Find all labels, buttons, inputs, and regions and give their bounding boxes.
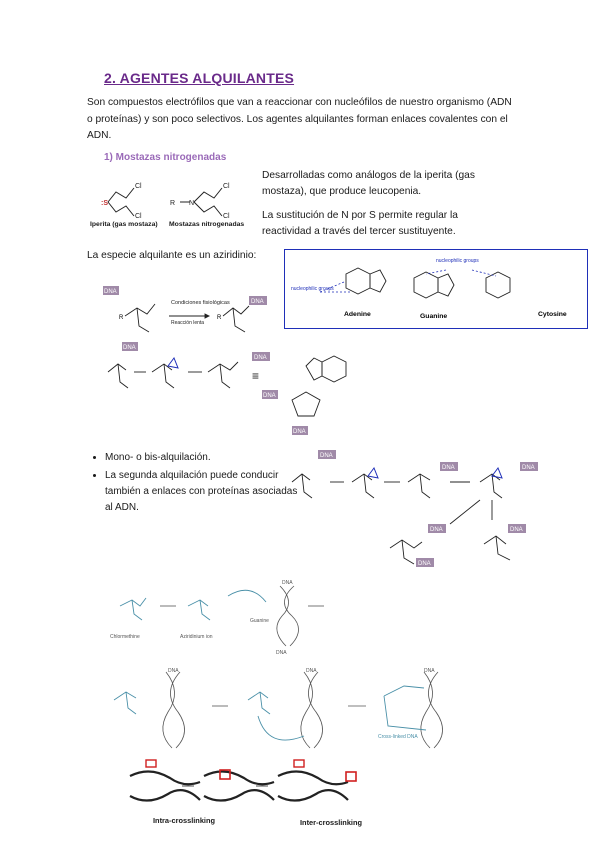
svg-text:DNA: DNA xyxy=(276,650,287,656)
svg-text:DNA: DNA xyxy=(510,527,523,533)
reaction-scheme-1: DNA DNA Condiciones fisiológicas Reacció… xyxy=(103,286,267,333)
svg-text:nucleophilic groups: nucleophilic groups xyxy=(436,258,479,264)
svg-text:DNA: DNA xyxy=(263,393,276,399)
svg-text:DNA: DNA xyxy=(254,355,267,361)
label-guanine: Guanine xyxy=(420,313,447,320)
side-text-2: La sustitución de N por S permite regula… xyxy=(262,210,458,237)
svg-text:DNA: DNA xyxy=(168,668,179,674)
svg-text:Cl: Cl xyxy=(223,183,230,190)
label-cytosine: Cytosine xyxy=(538,311,567,318)
reaction-scheme-3: DNA DNA DNA DNA DNA DNA xyxy=(291,450,538,567)
bullet-list: Mono- o bis-alquilación. La segunda alqu… xyxy=(87,450,305,518)
bullet-item: Mono- o bis-alquilación. xyxy=(105,450,305,466)
svg-text:nucleophilic groups: nucleophilic groups xyxy=(291,286,334,292)
bullet-item: La segunda alquilación puede conducir ta… xyxy=(105,468,305,516)
crosslinking-diagram xyxy=(129,759,357,802)
mechanism-diagram-1: Chlormethine Aziridinium ion Guanine DNA… xyxy=(110,580,324,656)
svg-text:Cl: Cl xyxy=(135,183,142,190)
svg-text:Chlormethine: Chlormethine xyxy=(110,634,140,640)
subsection-heading: 1) Mostazas nitrogenadas xyxy=(104,152,227,163)
svg-text:DNA: DNA xyxy=(306,668,317,674)
svg-text::S: :S xyxy=(101,200,108,207)
svg-text:DNA: DNA xyxy=(104,289,117,295)
svg-text:DNA: DNA xyxy=(251,299,264,305)
svg-text:DNA: DNA xyxy=(424,668,435,674)
svg-text:DNA: DNA xyxy=(442,465,455,471)
svg-text:Reacción lenta: Reacción lenta xyxy=(171,320,204,326)
svg-text:R: R xyxy=(119,315,124,321)
section-heading: 2. AGENTES ALQUILANTES xyxy=(104,70,295,86)
svg-text:DNA: DNA xyxy=(123,345,136,351)
svg-text:Cl: Cl xyxy=(135,213,142,220)
side-text-1: Desarrolladas como análogos de la iperit… xyxy=(262,170,475,197)
svg-text:Cross-linked DNA: Cross-linked DNA xyxy=(378,734,418,740)
svg-text:DNA: DNA xyxy=(293,429,306,435)
svg-text:R: R xyxy=(217,315,222,321)
svg-text:Aziridinium ion: Aziridinium ion xyxy=(180,634,213,640)
mechanism-diagram-2: DNA DNA DNA Cross-linked DNA xyxy=(113,668,443,749)
mustard-structures: :S Cl Cl R N Cl Cl xyxy=(101,183,230,220)
intro-paragraph: Son compuestos electrófilos que van a re… xyxy=(87,97,512,141)
svg-text:DNA: DNA xyxy=(282,580,293,586)
aziridinio-text: La especie alquilante es un aziridinio: xyxy=(87,250,257,261)
label-iperita: Iperita (gas mostaza) xyxy=(90,221,158,228)
label-intra-crosslinking: Intra-crosslinking xyxy=(153,816,216,825)
nucleobases-box xyxy=(284,249,588,329)
svg-text:DNA: DNA xyxy=(430,527,443,533)
label-adenine: Adenine xyxy=(344,311,371,318)
nucleobases-drawing: nucleophilic groups nucleophilic groups … xyxy=(291,258,567,320)
reaction-scheme-2: DNA DNA ≡ DNA DNA xyxy=(107,342,347,435)
svg-text:DNA: DNA xyxy=(418,561,431,567)
label-mostazas: Mostazas nitrogenadas xyxy=(169,221,245,228)
label-inter-crosslinking: Inter-crosslinking xyxy=(300,818,363,827)
svg-text:DNA: DNA xyxy=(522,465,535,471)
svg-text:≡: ≡ xyxy=(252,369,259,383)
svg-text:Condiciones fisiológicas: Condiciones fisiológicas xyxy=(171,300,230,306)
svg-text:Cl: Cl xyxy=(223,213,230,220)
svg-text:Guanine: Guanine xyxy=(250,618,269,624)
svg-text:N: N xyxy=(189,200,194,207)
svg-text:DNA: DNA xyxy=(320,453,333,459)
svg-text:R: R xyxy=(170,200,175,207)
